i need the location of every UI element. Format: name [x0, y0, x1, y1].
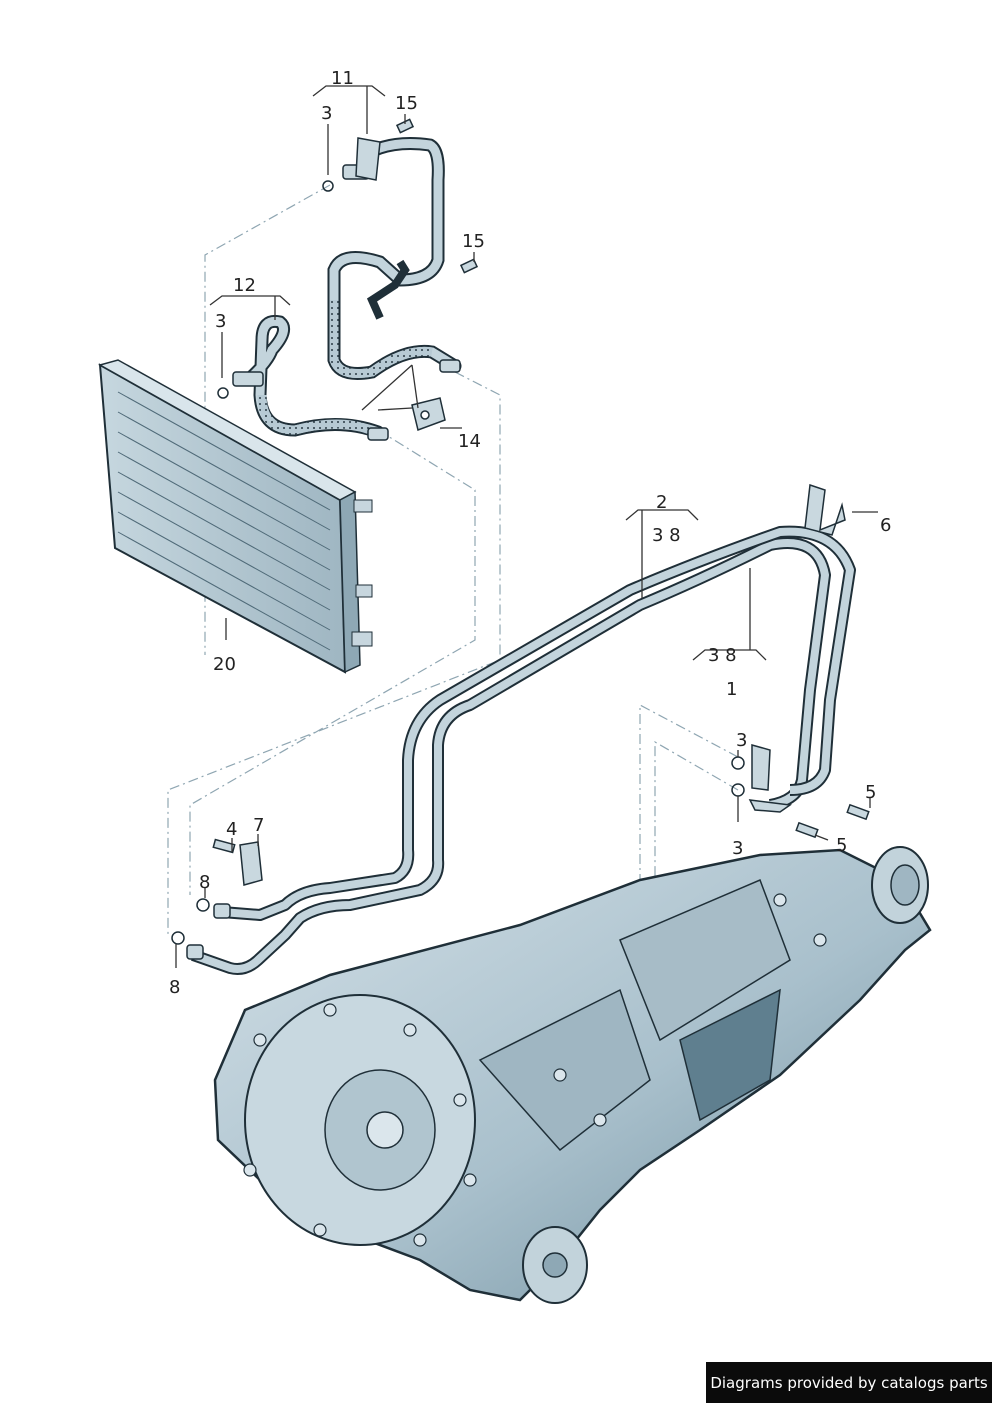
long-oil-lines	[191, 525, 856, 975]
callout-3: 3	[732, 838, 744, 859]
callout-12: 12	[233, 275, 256, 296]
callout-5: 5	[865, 782, 877, 803]
callout-14: 14	[458, 431, 481, 452]
fittings	[217, 118, 479, 441]
leader-lines	[175, 85, 878, 968]
line-hardware	[171, 483, 870, 960]
upper-cooler-lines	[241, 137, 462, 439]
callout-3: 3	[215, 311, 227, 332]
callout-2: 2	[656, 492, 668, 513]
callout-3: 3	[321, 103, 333, 124]
callout-3: 3	[736, 730, 748, 751]
callout-11: 11	[331, 68, 354, 89]
callout-7: 7	[253, 815, 265, 836]
transmission-part	[213, 846, 932, 1304]
credit-text: Diagrams provided by catalogs parts	[710, 1373, 988, 1392]
callout-6: 6	[880, 515, 892, 536]
callout-8: 8	[169, 977, 181, 998]
credit-banner: Diagrams provided by catalogs parts	[706, 1362, 992, 1403]
radiator-part	[98, 359, 373, 674]
callout-15: 15	[395, 93, 418, 114]
callout-20: 20	[213, 654, 236, 675]
callout-8: 8	[199, 872, 211, 893]
callout-5: 5	[836, 835, 848, 856]
callout-1: 1	[726, 679, 738, 700]
callout-4: 4	[226, 819, 238, 840]
callout-3-8: 3 8	[708, 645, 737, 666]
callout-15: 15	[462, 231, 485, 252]
callout-3-8: 3 8	[652, 525, 681, 546]
